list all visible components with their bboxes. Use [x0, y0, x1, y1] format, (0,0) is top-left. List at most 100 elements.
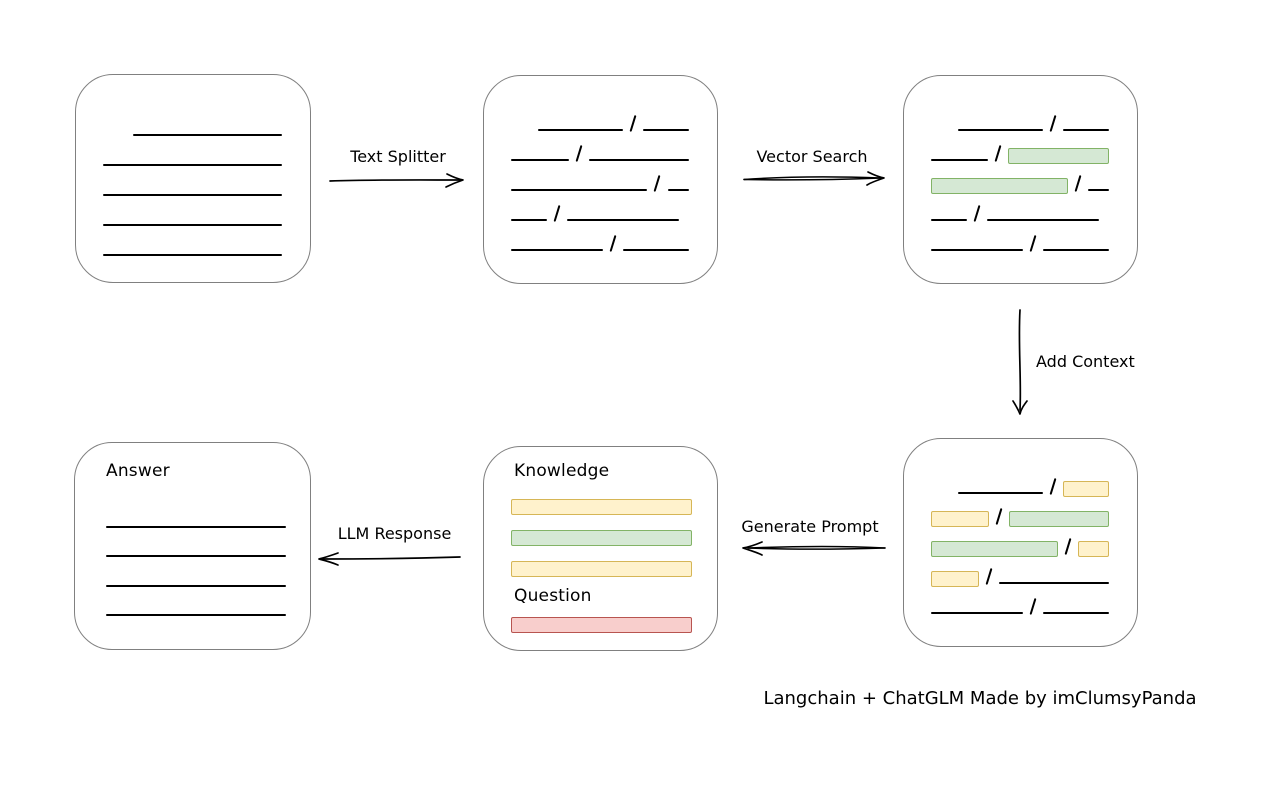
slash-separator-icon: [653, 175, 662, 192]
text-row: [511, 192, 689, 222]
yellow-highlight-chip: [1063, 481, 1109, 497]
red-highlight-chip: [511, 617, 692, 633]
text-line: [133, 134, 282, 136]
text-row: [931, 525, 1109, 557]
text-row: [106, 588, 286, 618]
green-highlight-chip: [1009, 511, 1109, 527]
text-line: [106, 614, 286, 616]
slash-separator-icon: [985, 568, 993, 585]
text-row: [106, 529, 286, 559]
answer-label: Answer: [106, 461, 170, 481]
text-line: [106, 555, 286, 557]
text-row: [931, 585, 1110, 615]
text-row: [931, 132, 1109, 164]
text-line: [931, 159, 988, 161]
text-splitter-arrow-icon: [329, 173, 464, 188]
answer-lines: [106, 499, 286, 617]
text-row: [106, 499, 286, 529]
split-text-rows: [511, 102, 690, 269]
vector-search-label: Vector Search: [756, 147, 868, 166]
yellow-highlight-chip: [1078, 541, 1109, 557]
vector-matches-box: [903, 75, 1138, 284]
text-line: [567, 219, 680, 221]
generate-prompt-label: Generate Prompt: [741, 517, 879, 536]
text-line: [623, 249, 690, 251]
credit-caption: Langchain + ChatGLM Made by imClumsyPand…: [763, 688, 1197, 709]
text-line: [667, 189, 689, 191]
text-line: [643, 129, 690, 131]
text-row: [511, 222, 690, 252]
text-line: [103, 164, 282, 166]
slash-separator-icon: [1029, 598, 1037, 615]
vector-matches-rows: [931, 102, 1110, 269]
slash-separator-icon: [553, 205, 561, 222]
text-splitter-label: Text Splitter: [350, 147, 446, 166]
text-line: [999, 582, 1110, 584]
add-context-label: Add Context: [1036, 352, 1135, 371]
text-row: [103, 137, 282, 167]
context-chunks-rows: [931, 465, 1110, 632]
text-row: [931, 495, 1109, 527]
text-line: [987, 219, 1100, 221]
text-row: [931, 555, 1110, 587]
llm-response-label: LLM Response: [337, 524, 452, 543]
text-line: [931, 249, 1023, 251]
text-row: [931, 102, 1110, 132]
text-row: [511, 132, 689, 162]
slash-separator-icon: [1049, 115, 1057, 132]
knowledge-label: Knowledge: [514, 461, 610, 481]
text-row: [931, 162, 1109, 194]
slash-separator-icon: [995, 508, 1003, 525]
source-document-lines: [103, 107, 282, 268]
source-document-box: [75, 74, 311, 283]
add-context-arrow-icon: [1012, 309, 1028, 415]
slash-separator-icon: [1029, 235, 1037, 252]
text-line: [511, 159, 569, 161]
text-line: [958, 492, 1044, 494]
prompt-box: Knowledge Question: [483, 446, 718, 651]
text-row: [103, 227, 282, 257]
green-highlight-chip: [931, 541, 1059, 557]
text-line: [931, 612, 1023, 614]
text-row: [511, 606, 692, 633]
vector-search-arrow-icon: [743, 171, 885, 186]
slash-separator-icon: [1074, 175, 1082, 192]
text-row: [103, 107, 282, 137]
text-row: [511, 546, 692, 577]
slash-separator-icon: [994, 145, 1002, 162]
text-line: [103, 254, 282, 256]
text-line: [958, 129, 1044, 131]
text-row: [931, 222, 1110, 252]
slash-separator-icon: [1049, 478, 1057, 495]
slash-separator-icon: [973, 205, 981, 222]
text-row: [511, 484, 692, 515]
slash-separator-icon: [1064, 538, 1072, 555]
text-row: [511, 162, 689, 192]
text-line: [103, 224, 282, 226]
question-bar: [511, 606, 692, 633]
text-line: [538, 129, 624, 131]
text-line: [106, 584, 286, 587]
text-line: [1043, 249, 1110, 251]
llm-response-arrow-icon: [318, 552, 461, 566]
knowledge-bars: [511, 484, 692, 577]
text-row: [103, 167, 282, 197]
question-label: Question: [514, 586, 592, 606]
text-line: [1087, 189, 1109, 191]
yellow-highlight-chip: [511, 561, 692, 577]
text-line: [511, 219, 547, 221]
split-text-box: [483, 75, 718, 284]
generate-prompt-arrow-icon: [742, 541, 886, 556]
text-line: [1063, 129, 1110, 131]
green-highlight-chip: [511, 530, 692, 546]
text-line: [106, 525, 286, 528]
green-highlight-chip: [1008, 148, 1109, 164]
yellow-highlight-chip: [931, 571, 979, 587]
text-row: [931, 192, 1109, 222]
text-line: [511, 189, 648, 191]
text-row: [931, 465, 1109, 497]
text-row: [103, 197, 282, 227]
text-line: [1043, 612, 1110, 614]
green-highlight-chip: [931, 178, 1068, 194]
